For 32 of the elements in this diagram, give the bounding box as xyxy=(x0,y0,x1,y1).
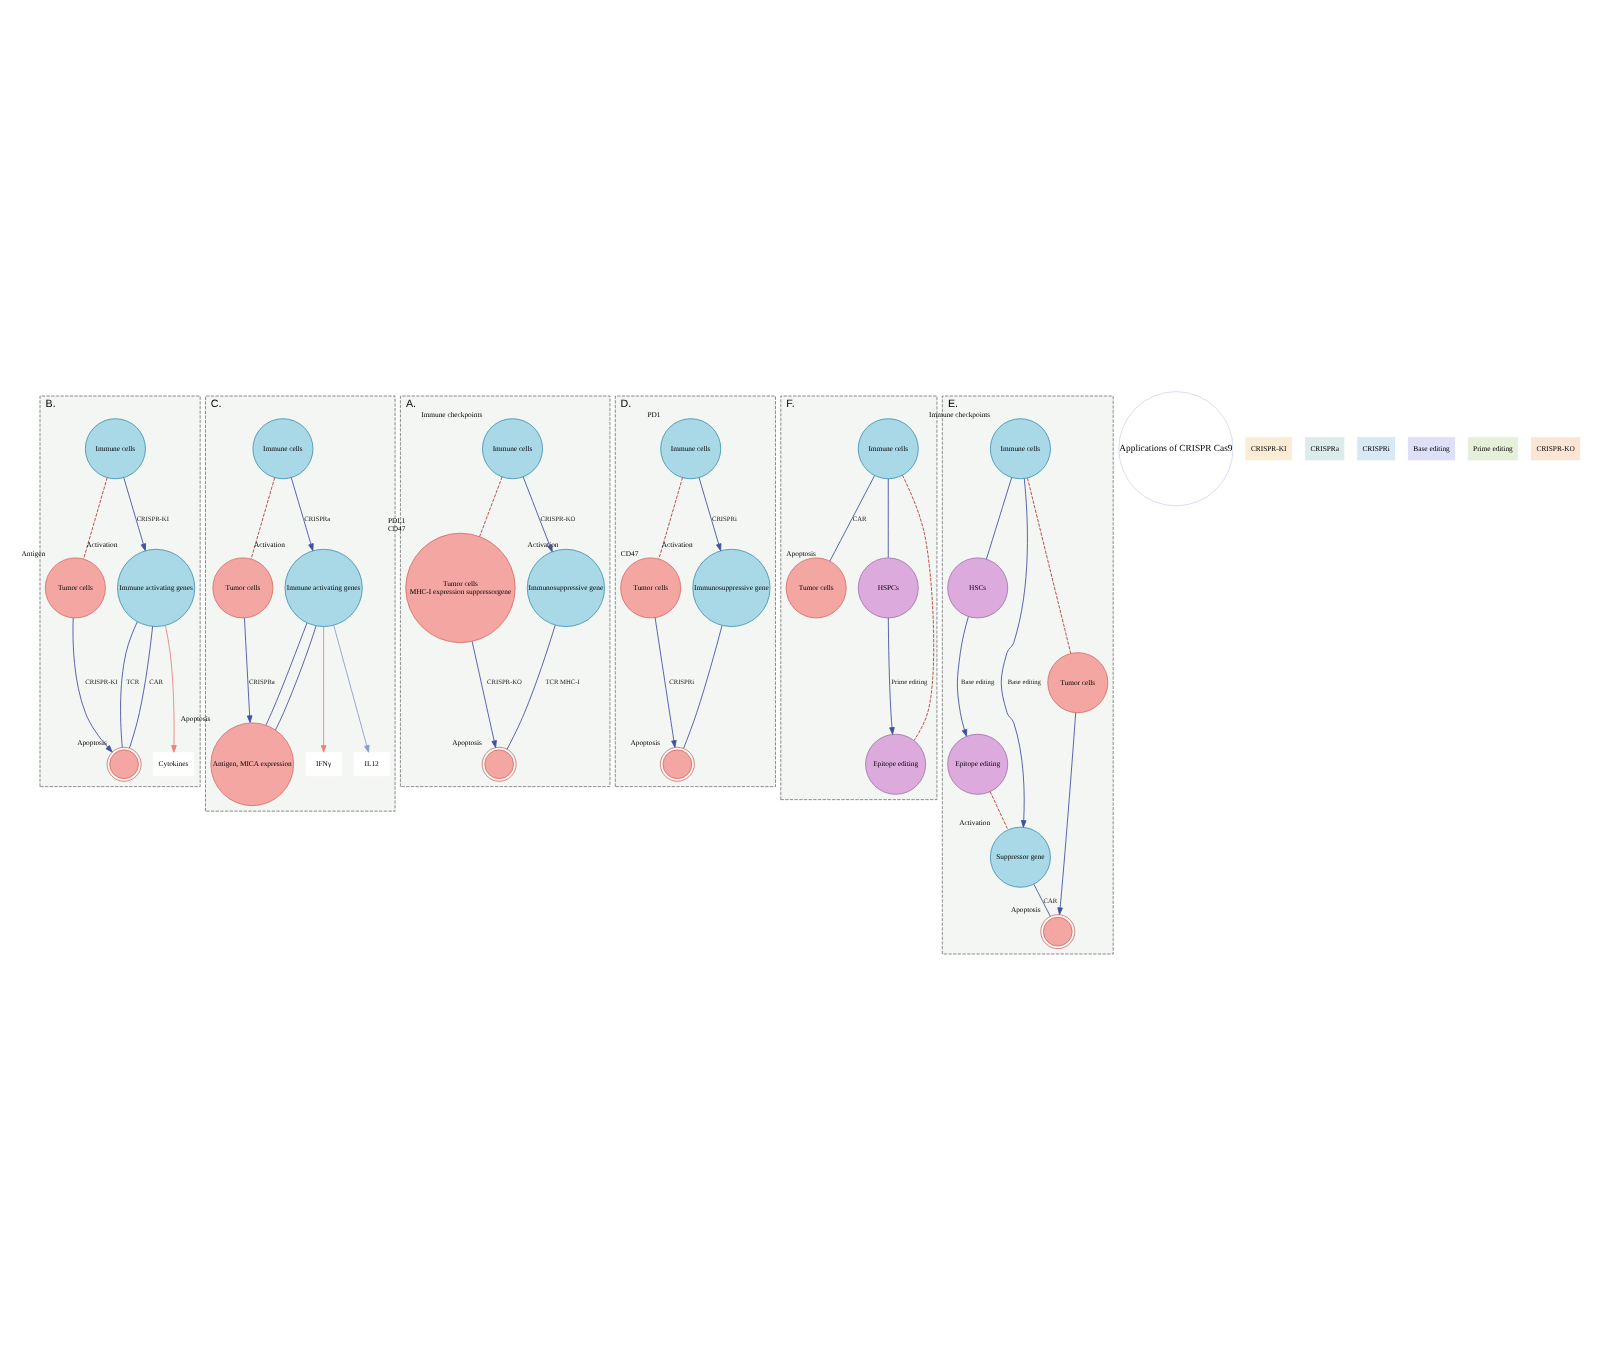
connector xyxy=(82,476,107,559)
arrow xyxy=(1056,711,1076,914)
connector xyxy=(828,474,874,561)
arrow xyxy=(122,476,146,551)
arrow xyxy=(332,623,369,752)
connector xyxy=(901,473,934,740)
connector xyxy=(274,624,316,730)
connector xyxy=(985,476,1012,559)
connector xyxy=(1026,476,1071,653)
arrow xyxy=(697,476,721,551)
arrow xyxy=(653,616,676,747)
connector xyxy=(249,476,275,559)
connector xyxy=(505,623,555,749)
arrow xyxy=(243,616,252,722)
connector xyxy=(988,790,1008,830)
connector xyxy=(1032,882,1050,916)
connector xyxy=(264,621,307,725)
connector xyxy=(128,624,153,748)
connector xyxy=(886,477,888,558)
connector xyxy=(657,476,682,559)
arrow xyxy=(319,625,326,752)
arrow xyxy=(163,623,176,752)
arrow xyxy=(470,640,496,747)
arrow xyxy=(289,476,313,551)
arrow xyxy=(999,477,1027,827)
connector xyxy=(478,475,502,536)
connector xyxy=(119,620,137,747)
arrow xyxy=(886,616,894,734)
arrow xyxy=(521,475,552,552)
arrow xyxy=(955,615,968,736)
arrow xyxy=(71,616,112,752)
connector xyxy=(682,624,722,748)
